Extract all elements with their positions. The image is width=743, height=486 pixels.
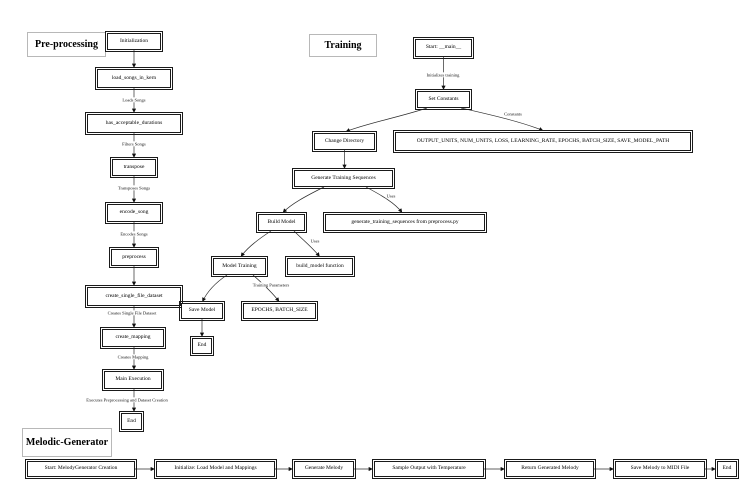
edge-label-constants: Constants	[503, 111, 523, 117]
edge-label-creates-mapping: Creates Mapping	[116, 354, 150, 360]
node-transpose: transpose	[110, 157, 158, 178]
edge-label-creates-single-file-dataset: Creates Single File Dataset	[106, 310, 158, 316]
node-create-mapping: create_mapping	[100, 327, 166, 349]
node-main-exec: Main Execution	[102, 369, 164, 391]
node-create-single: create_single_file_dataset	[85, 285, 183, 308]
node-end-pre: End	[119, 411, 144, 432]
node-init: Initialization	[105, 31, 163, 52]
edge-label-encodes-songs: Encodes Songs	[119, 231, 149, 237]
edge-label-uses-gen-seq: Uses	[385, 193, 397, 199]
edge-label-transposes-songs: Transposes Songs	[116, 185, 152, 191]
flow-arrow	[365, 186, 403, 213]
edge-label-executes-preprocessing: Executes Preprocessing and Dataset Creat…	[85, 397, 169, 403]
section-label-melodic-generator: Melodic-Generator	[22, 428, 112, 457]
node-mg-generate: Generate Melody	[292, 459, 356, 479]
node-preprocess: preprocess	[109, 247, 159, 268]
flow-arrow	[345, 107, 428, 133]
node-start-main: Start: __main__	[413, 37, 474, 59]
node-model-training: Model Training	[211, 256, 268, 277]
node-build-model: Build Model	[256, 212, 307, 233]
node-mg-init: Initialize: Load Model and Mappings	[154, 459, 277, 479]
edge-label-training-parameters: Training Parameters	[251, 282, 291, 288]
node-epochs-batch: EPOCHS, BATCH_SIZE	[241, 301, 318, 321]
edge-label-initializes-training: Initializes training	[425, 72, 461, 78]
flow-arrow	[252, 274, 280, 302]
node-mg-start: Start: MelodyGenerator Creation	[25, 459, 137, 479]
node-mg-end: End	[715, 459, 739, 479]
edge-label-loads-songs: Loads Songs	[121, 97, 147, 103]
node-save-model: Save Model	[179, 301, 225, 321]
flow-arrow	[293, 230, 320, 257]
node-encode-song: encode_song	[105, 202, 163, 224]
edge-label-uses-build-fn: Uses	[309, 238, 321, 244]
node-set-constants: Set Constants	[415, 89, 472, 110]
flow-arrow	[460, 107, 544, 132]
node-load-songs: load_songs_in_kern	[95, 67, 173, 90]
node-gen-train-seq: Generate Training Sequences	[292, 168, 395, 189]
edge-label-filters-songs: Filters Songs	[121, 141, 147, 147]
node-mg-return: Return Generated Melody	[504, 459, 596, 479]
flow-arrow	[202, 274, 228, 302]
node-constants-box: OUTPUT_UNITS, NUM_UNITS, LOSS, LEARNING_…	[393, 130, 693, 153]
node-mg-sample: Sample Output with Temperature	[372, 459, 486, 479]
node-end-train: End	[190, 336, 214, 356]
flow-arrow	[282, 186, 325, 213]
flow-arrow	[240, 230, 272, 257]
node-build-model-fn: build_model function	[285, 256, 355, 277]
node-mg-save: Save Melody to MIDI File	[613, 459, 707, 479]
node-has-accept: has_acceptable_durations	[85, 112, 183, 135]
node-gen-seq-from: generate_training_sequences from preproc…	[323, 212, 487, 233]
section-label-training: Training	[309, 34, 377, 57]
section-label-preprocessing: Pre-processing	[27, 32, 106, 57]
node-change-dir: Change Directory	[312, 131, 377, 152]
